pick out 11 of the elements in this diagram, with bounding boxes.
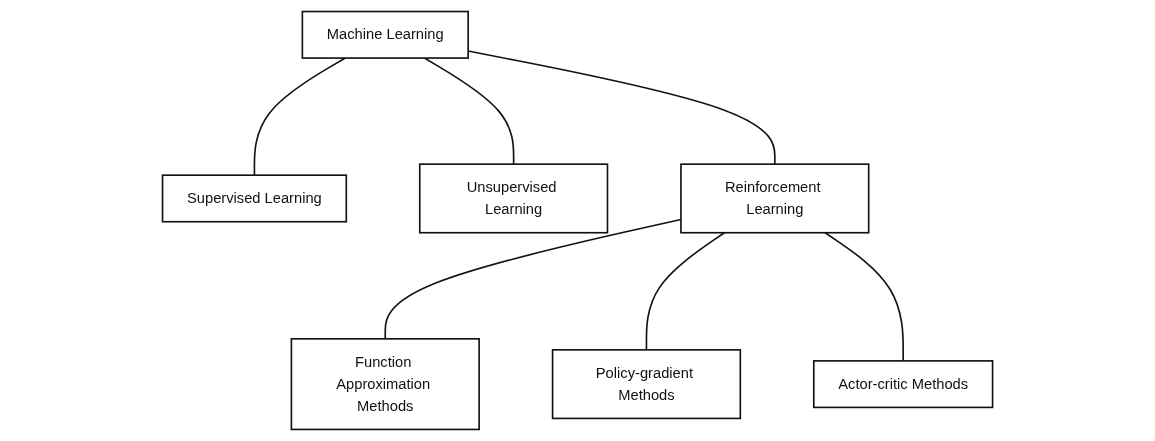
node-box: Unsupervised Learning [418,163,609,234]
node-box: Machine Learning [301,10,469,59]
connector [824,231,904,362]
node-box: Supervised Learning [161,174,348,223]
node-box: Policy-gradient Methods [551,349,742,420]
node-box: Reinforcement Learning [680,163,870,234]
connector [253,57,347,176]
node-box: Actor-critic Methods [812,360,994,409]
node-box: Function Approximation Methods [290,338,480,431]
connector [423,57,515,165]
connector [645,231,726,351]
